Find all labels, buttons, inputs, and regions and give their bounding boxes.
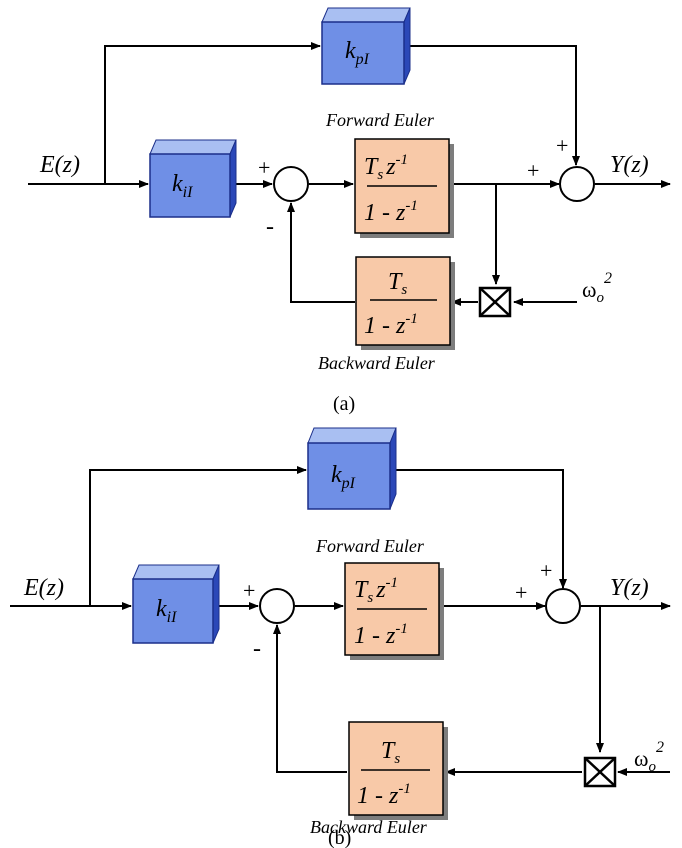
- output-label-a: Y(z): [610, 152, 649, 178]
- sum-junction-2-a: + +: [527, 133, 595, 202]
- input-label-a: E(z): [39, 152, 80, 178]
- backward-denominator-b: 1 - z-1: [357, 781, 411, 809]
- feedforward-branch-a: [104, 42, 321, 184]
- backward-numerator-a: Ts: [388, 269, 407, 298]
- sum1-minus-sign-a: -: [266, 214, 274, 240]
- sum1-plus-sign-b: +: [243, 578, 255, 603]
- kp-gain-block-b: kpI: [307, 427, 397, 510]
- omega-label-b: ωo2: [634, 739, 664, 775]
- kp-gain-label-b: kpI: [331, 462, 356, 492]
- ki-gain-block-a: kiI: [149, 139, 237, 218]
- backward-euler-block-b: Ts 1 - z-1 Backward Euler: [310, 721, 448, 837]
- ki-gain-label-a: kiI: [172, 171, 193, 201]
- sum2-plus-top-a: +: [556, 133, 568, 158]
- backward-numerator-b: Ts: [381, 738, 400, 767]
- sum-junction-2-b: + +: [515, 558, 581, 624]
- forward-euler-title-b: Forward Euler: [315, 536, 425, 556]
- backward-denominator-a: 1 - z-1: [364, 311, 418, 339]
- feedforward-branch-b: [89, 466, 307, 606]
- sum1-minus-sign-b: -: [253, 636, 261, 662]
- ki-gain-block-b: kiI: [132, 564, 220, 644]
- signal-lines-b: [10, 466, 671, 776]
- sum2-plus-left-b: +: [515, 580, 527, 605]
- feedback-line-a: [287, 202, 355, 303]
- backward-euler-title-b: Backward Euler: [310, 817, 428, 837]
- input-label-b: E(z): [23, 575, 64, 601]
- sum2-plus-top-b: +: [540, 558, 552, 583]
- kp-to-sum2-line-a: [404, 45, 580, 166]
- ki-gain-label-b: kiI: [156, 596, 177, 626]
- kp-gain-block-a: kpI: [321, 7, 411, 85]
- forward-denominator-a: 1 - z-1: [364, 198, 418, 226]
- output-label-b: Y(z): [610, 575, 649, 601]
- backward-euler-title-a: Backward Euler: [318, 353, 436, 373]
- forward-euler-title-a: Forward Euler: [325, 110, 435, 130]
- multiplier-b: [583, 756, 617, 788]
- caption-a: (a): [333, 393, 355, 415]
- multiplier-a: [478, 286, 512, 318]
- sum-junction-1-a: + -: [258, 155, 309, 240]
- forward-denominator-b: 1 - z-1: [354, 621, 408, 649]
- sum2-plus-left-a: +: [527, 158, 539, 183]
- sum1-plus-sign-a: +: [258, 155, 270, 180]
- caption-b: (b): [328, 827, 351, 848]
- signal-lines-a: [28, 42, 671, 306]
- sum-junction-1-b: + -: [243, 578, 295, 662]
- kp-gain-label-a: kpI: [345, 38, 370, 68]
- feedback-line-b: [273, 624, 347, 773]
- omega-label-a: ωo2: [582, 270, 612, 306]
- backward-euler-block-a: Ts 1 - z-1 Backward Euler: [318, 256, 455, 373]
- kp-to-sum2-line-b: [390, 469, 567, 589]
